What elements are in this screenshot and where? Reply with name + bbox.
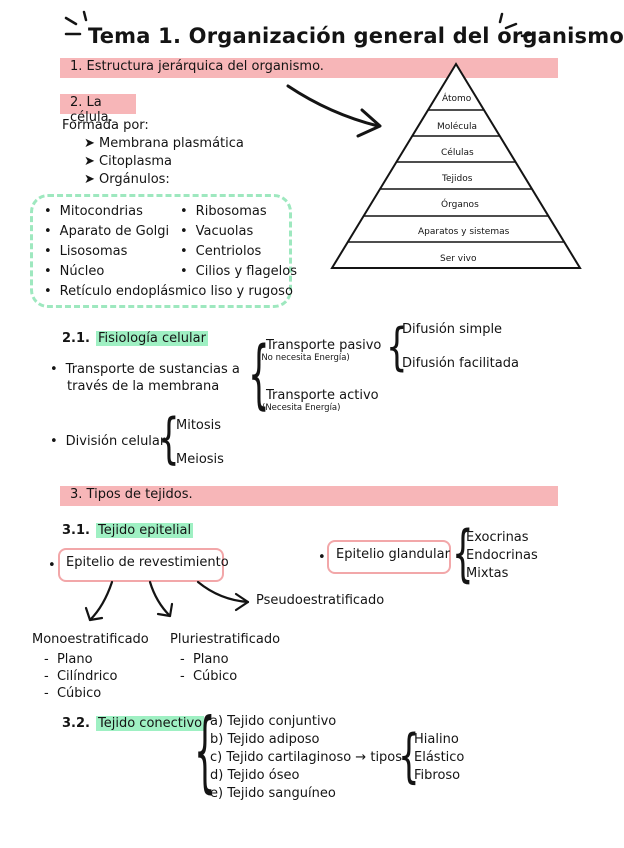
pyramid-level-2: Molécula — [437, 122, 477, 132]
transporte-label-line2: través de la membrana — [67, 379, 220, 394]
meiosis: Meiosis — [176, 452, 224, 467]
brace-difusion: { — [386, 317, 408, 378]
section-3-2-title: Tejido conectivo — [96, 716, 205, 731]
hierarchy-pyramid — [330, 62, 582, 269]
formada-por-label: Formada por: — [62, 118, 149, 133]
transporte-label-line1: Transporte de sustancias a — [50, 362, 240, 377]
branch-arrows-icon — [84, 580, 250, 622]
conectivo-item-4: d) Tejido óseo — [210, 768, 300, 783]
section-1-label: 1. Estructura jerárquica del organismo. — [70, 59, 324, 74]
transporte-pasivo-note: (No necesita Energía) — [258, 353, 350, 363]
bullet-revestimiento: • — [48, 558, 56, 573]
brace-cartilago: { — [398, 722, 420, 791]
brace-conectivo: { — [194, 700, 216, 805]
conectivo-item-3: c) Tejido cartilaginoso → tipos — [210, 750, 403, 765]
brace-transport: { — [248, 331, 270, 420]
section-2-label: 2. La célula. — [70, 95, 113, 125]
transporte-activo: Transporte activo — [266, 388, 379, 403]
pluriestratificado: Pluriestratificado — [170, 632, 281, 647]
organelle-1: Mitocondrias — [44, 204, 143, 219]
section-3-2-number: 3.2. — [62, 716, 90, 731]
cell-part-2: ➤ Citoplasma — [84, 154, 173, 169]
epitelio-revestimiento: Epitelio de revestimiento — [66, 555, 229, 570]
cartilago-type-3: Fibroso — [414, 768, 461, 783]
organelle-4: Núcleo — [44, 264, 105, 279]
section-3-1-number: 3.1. — [62, 523, 90, 538]
transporte-activo-note: (Necesita Energía) — [262, 403, 341, 413]
difusion-simple: Difusión simple — [402, 322, 503, 337]
organelle-5: Ribosomas — [180, 204, 267, 219]
conectivo-item-2: b) Tejido adiposo — [210, 732, 320, 747]
epitelio-glandular: Epitelio glandular — [336, 547, 450, 562]
transporte-pasivo: Transporte pasivo — [266, 338, 382, 353]
organelle-7: Centriolos — [180, 244, 262, 259]
conectivo-item-1: a) Tejido conjuntivo — [210, 714, 337, 729]
brace-glandular: { — [452, 518, 474, 591]
pluri-item-1: - Plano — [180, 652, 229, 667]
cell-part-3: ➤ Orgánulos: — [84, 172, 170, 187]
organelle-2: Aparato de Golgi — [44, 224, 170, 239]
section-2-1-number: 2.1. — [62, 331, 90, 346]
cartilago-type-2: Elástico — [414, 750, 465, 765]
section-3-band: 3. Tipos de tejidos. — [60, 486, 558, 506]
section-3-1-title: Tejido epitelial — [96, 523, 194, 538]
glandular-type-3: Mixtas — [466, 566, 509, 581]
cartilago-type-1: Hialino — [414, 732, 459, 747]
glandular-type-2: Endocrinas — [466, 548, 538, 563]
brace-division: { — [158, 407, 180, 472]
mono-item-3: - Cúbico — [44, 686, 102, 701]
conectivo-item-5: e) Tejido sanguíneo — [210, 786, 336, 801]
pyramid-level-7: Ser vivo — [440, 254, 477, 264]
pseudoestratificado: Pseudoestratificado — [256, 593, 385, 608]
monoestratificado: Monoestratificado — [32, 632, 149, 647]
pyramid-level-4: Tejidos — [442, 174, 473, 184]
mitosis: Mitosis — [176, 418, 222, 433]
pyramid-level-3: Células — [441, 148, 474, 158]
organelle-3: Lisosomas — [44, 244, 128, 259]
glandular-type-1: Exocrinas — [466, 530, 529, 545]
section-1-band: 1. Estructura jerárquica del organismo. — [60, 58, 558, 78]
section-3-label: 3. Tipos de tejidos. — [70, 487, 193, 502]
mono-item-1: - Plano — [44, 652, 93, 667]
organelle-6: Vacuolas — [180, 224, 254, 239]
cell-part-1: ➤ Membrana plasmática — [84, 136, 244, 151]
pluri-item-2: - Cúbico — [180, 669, 238, 684]
organelle-8: Cilios y flagelos — [180, 264, 297, 279]
division-celular: División celular — [50, 434, 166, 449]
section-2-band: 2. La célula. — [60, 94, 136, 125]
pyramid-level-5: Órganos — [441, 200, 479, 210]
mono-item-2: - Cilíndrico — [44, 669, 118, 684]
pyramid-level-1: Átomo — [442, 94, 472, 104]
title-sparkles — [64, 10, 536, 38]
curved-arrow-icon — [286, 84, 382, 138]
glandular-box — [327, 540, 451, 574]
organelles-box — [30, 194, 292, 308]
section-2-1-title: Fisiología celular — [96, 331, 208, 346]
page-title: Tema 1. Organización general del organis… — [88, 24, 624, 48]
revestimiento-box — [58, 548, 224, 582]
difusion-facilitada: Difusión facilitada — [402, 356, 519, 371]
bullet-glandular: • — [318, 550, 326, 565]
pyramid-level-6: Aparatos y sistemas — [418, 227, 510, 237]
organelle-9: Retículo endoplásmico liso y rugoso — [44, 284, 293, 299]
